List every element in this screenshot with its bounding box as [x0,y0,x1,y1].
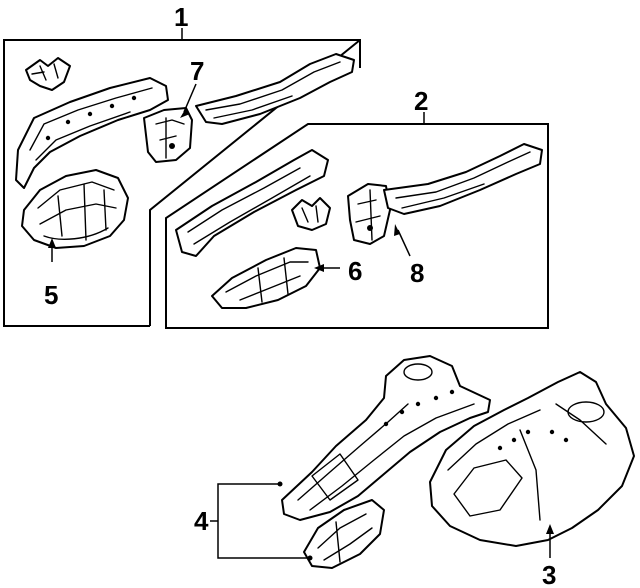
callout-2: 2 [414,86,428,116]
rail-part [175,149,329,257]
callout-1: 1 [174,2,188,32]
apron-bracket-part [143,107,193,163]
rail-assembly-part [281,355,491,521]
apron-part [429,371,635,547]
leader-3 [546,524,554,558]
leader-8 [394,224,411,257]
callout-6: 6 [348,256,362,286]
callout-5: 5 [44,280,58,310]
group-2-frame [165,112,549,329]
callout-4: 4 [194,506,209,536]
leader-4 [210,481,313,561]
leader-6 [314,264,340,272]
leader-7 [180,83,197,118]
callout-8: 8 [410,258,424,288]
leader-5 [48,238,56,262]
bracket-8-part [347,183,391,245]
callout-7: 7 [190,56,204,86]
upper-rail-2-part [383,143,543,215]
callout-3: 3 [542,560,556,588]
wheelhouse-2-part [211,247,321,309]
small-bracket-part [25,57,71,91]
small-bracket-2-part [291,197,331,231]
upper-rail-part [195,53,355,125]
wheelhouse-part [21,169,129,249]
front-rail-part [15,77,169,189]
rail-bracket-part [303,499,385,569]
